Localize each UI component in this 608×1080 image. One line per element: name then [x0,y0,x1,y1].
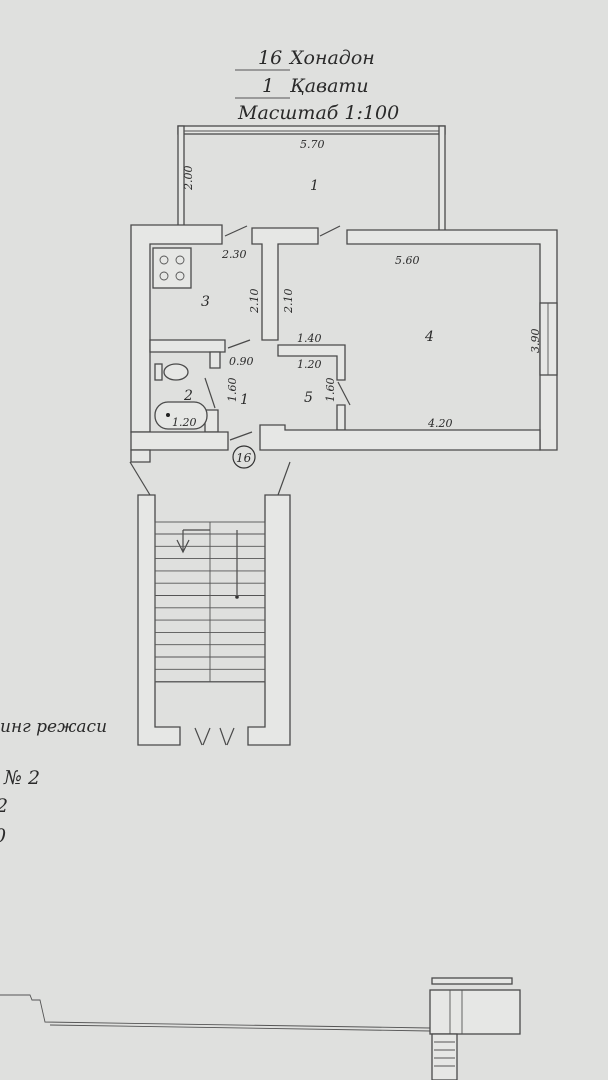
dim-room5-width: 1.20 [297,358,322,371]
room-label-3: 3 [201,294,210,310]
balcony: 5.70 2.00 1 [177,125,446,233]
dim-bath: 1.20 [172,416,197,429]
room-label-balcony: 1 [310,178,319,194]
plan-caption: инг режаси [0,717,107,737]
dim-corridor-width: 0.90 [229,355,254,368]
room-label-2: 2 [183,388,193,404]
dim-room5-top: 1.40 [297,332,322,345]
dim-room4-depth: 2.10 [282,289,295,315]
dim-corridor-length: 1.60 [226,378,239,403]
bathtub-icon [154,401,208,430]
floor-label: Қавати [289,75,369,97]
dim-room4-side: 3.90 [529,329,542,354]
dim-room4-bottom: 4.20 [427,417,453,430]
dim-balcony-depth: 2.00 [182,166,195,192]
dim-room5-depth: 1.60 [324,378,337,403]
plan-header: 16 Хонадон 1 Қавати Масштаб 1:100 [235,47,399,124]
site-plan-thumbnail [0,977,521,1080]
margin-text-3: 0 [0,825,6,847]
toilet-icon [154,363,189,381]
apartment-label: Хонадон [288,47,375,69]
apartment-walls [130,224,558,463]
staircase [129,461,291,746]
window [539,302,558,376]
margin-text-2: 2 [0,795,8,817]
dim-balcony-width: 5.70 [300,138,325,151]
room-label-5: 5 [304,390,313,406]
floor-number: 1 [262,75,274,97]
room-label-1: 1 [240,392,249,408]
dim-room4-width: 5.60 [395,254,420,267]
apartment-marker-number: 16 [236,451,252,465]
dim-kitchen-width: 2.30 [221,248,247,261]
room-label-4: 4 [424,329,434,345]
apartment-marker [232,445,256,469]
plan-number: № 2 [3,767,40,789]
stair-steps [155,533,265,683]
scale-label: Масштаб 1:100 [237,102,399,124]
apartment-number: 16 [258,47,282,69]
dim-kitchen-depth: 2.10 [248,289,261,315]
stove-icon [152,247,192,289]
